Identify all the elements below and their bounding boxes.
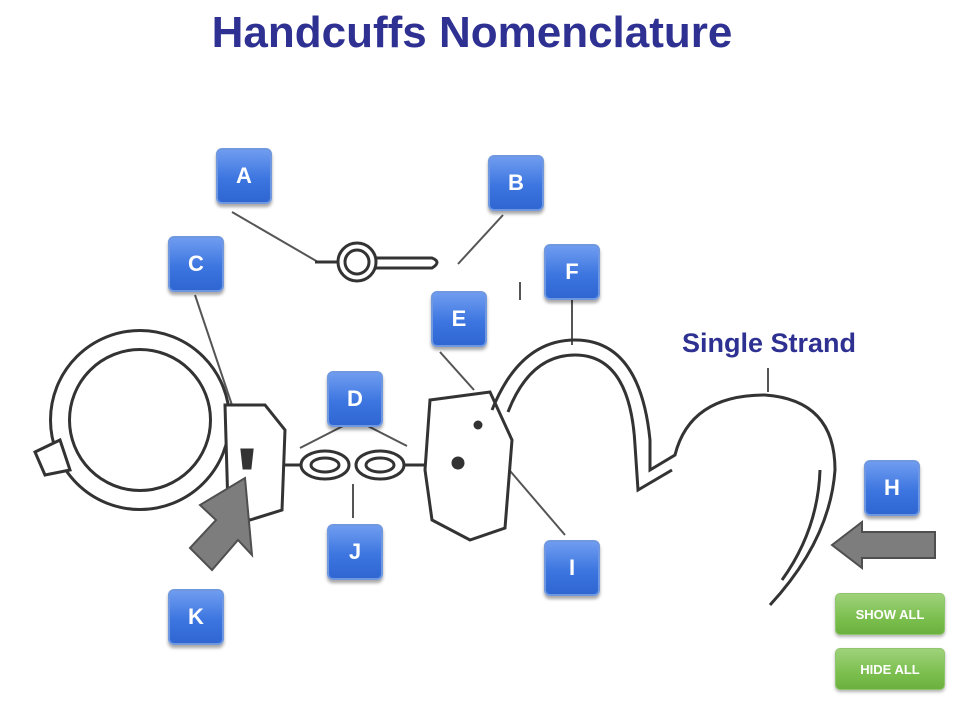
callout-k-button[interactable]: K — [168, 589, 224, 645]
right-cuff — [423, 390, 514, 542]
left-cuff — [33, 329, 287, 522]
chain — [285, 449, 428, 481]
pointer-arrow-teeth — [830, 519, 936, 571]
handcuff-key — [315, 241, 439, 283]
callout-a-button[interactable]: A — [216, 148, 272, 204]
hide-all-button[interactable]: HIDE ALL — [835, 648, 945, 690]
callout-h-button[interactable]: H — [864, 460, 920, 516]
callout-i-button[interactable]: I — [544, 540, 600, 596]
callout-c-button[interactable]: C — [168, 236, 224, 292]
single-strand — [490, 338, 837, 607]
callout-j-button[interactable]: J — [327, 524, 383, 580]
show-all-button[interactable]: SHOW ALL — [835, 593, 945, 635]
callout-b-button[interactable]: B — [488, 155, 544, 211]
single-strand-label: Single Strand — [682, 328, 857, 358]
callout-d-button[interactable]: D — [327, 371, 383, 427]
pointer-arrow-keyhole — [188, 476, 254, 572]
callout-e-button[interactable]: E — [431, 291, 487, 347]
page-title: Handcuffs Nomenclature — [211, 8, 733, 57]
callout-f-button[interactable]: F — [544, 244, 600, 300]
leader-lines — [194, 211, 769, 536]
